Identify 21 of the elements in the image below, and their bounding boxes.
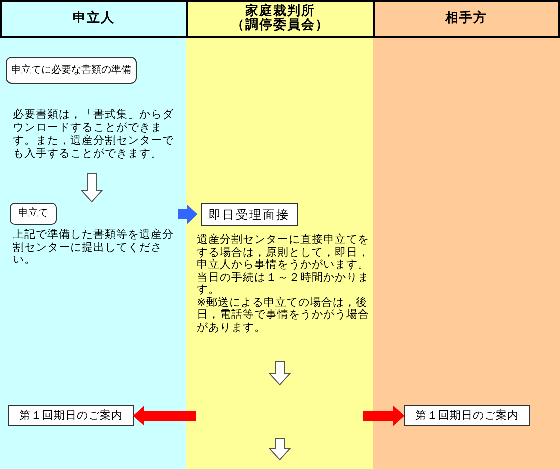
- step-description: 遺産分割センターに直接申立てをする場合は，原則として，即日，申立人から事情をうかがいます。当日の手続は１～２時間かかります。: [197, 234, 370, 296]
- swimlane: [186, 0, 373, 469]
- swimlane: [0, 0, 186, 469]
- block-arrow: [364, 406, 405, 426]
- lane-title: 相手方: [446, 12, 488, 26]
- lane-title: 申立人: [73, 12, 115, 26]
- process-box: 申立てに必要な書類の準備: [6, 57, 137, 84]
- step-description: 必要書類は，「書式集」からダウンロードすることができます。また，遺産分割センターでも入手することができます。: [13, 108, 175, 160]
- process-box: 第１回期日のご案内: [404, 405, 530, 426]
- lane-subtitle: （調停委員会）: [232, 19, 330, 33]
- swimlane: [373, 0, 560, 469]
- process-box: 申立て: [10, 203, 57, 225]
- note-text: ※郵送による申立ての場合は，後日，電話等で事情をうかがう場合があります。: [197, 296, 370, 334]
- step-description: 上記で準備した書類等を遺産分割センターに提出してください。: [13, 229, 175, 266]
- process-box: 即日受理面接: [201, 203, 298, 226]
- block-arrow: [268, 362, 292, 386]
- block-arrow: [80, 174, 104, 203]
- lane-title: 家庭裁判所: [246, 5, 316, 19]
- block-arrow: [178, 204, 198, 224]
- block-arrow: [133, 406, 196, 426]
- process-box: 第１回期日のご案内: [8, 405, 134, 426]
